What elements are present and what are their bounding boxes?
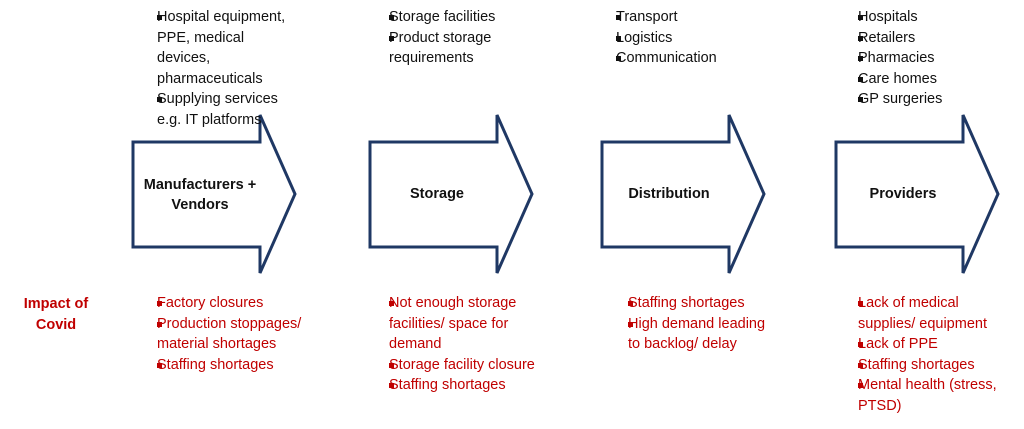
item-text: Communication: [616, 50, 717, 66]
impact-item: High demand leading to backlog/ delay: [596, 314, 771, 355]
inputs-list: Hospital equipment, PPE, medical devices…: [127, 7, 297, 130]
item-text: Lack of PPE: [858, 336, 938, 352]
item-text: High demand leading to backlog/ delay: [628, 315, 766, 353]
input-item: Product storage requirements: [362, 28, 537, 69]
bullet-icon: [157, 321, 162, 327]
bullet-icon: [616, 15, 621, 20]
bullet-icon: [628, 321, 633, 327]
arrow-storage: [368, 114, 534, 274]
bullet-icon: [858, 76, 863, 82]
impact-item: Staffing shortages: [127, 355, 307, 376]
impact-item: Staffing shortages: [596, 293, 771, 314]
item-text: Staffing shortages: [858, 356, 975, 373]
impact-item: Factory closures: [127, 293, 307, 314]
input-item: Communication: [596, 48, 771, 69]
item-text: Supplying services e.g. IT platforms: [157, 91, 278, 128]
bullet-icon: [858, 383, 863, 388]
arrow-distribution: [600, 114, 766, 274]
impacts-list: Not enough storage facilities/ space for…: [362, 293, 542, 396]
stage-label-providers: Providers: [869, 186, 937, 202]
item-text: Hospitals: [858, 9, 918, 25]
item-text: Pharmacies: [858, 50, 935, 66]
arrow-providers: [834, 114, 1000, 274]
impact-item: Storage facility closure: [362, 355, 542, 376]
impact-item: Lack of PPE: [829, 334, 1014, 355]
stage-label-storage: Storage: [410, 186, 464, 202]
input-item: Storage facilities: [362, 7, 537, 28]
bullet-icon: [389, 383, 394, 388]
bullet-icon: [616, 35, 621, 41]
stage-label-manufacturers: Manufacturers + Vendors: [143, 177, 257, 213]
bullet-icon: [858, 35, 863, 41]
bullet-icon: [157, 97, 162, 102]
item-text: Factory closures: [157, 295, 264, 311]
bullet-icon: [157, 15, 162, 20]
item-text: Staffing shortages: [157, 356, 274, 373]
input-item: Retailers: [829, 28, 1004, 49]
item-text: Storage facilities: [389, 9, 496, 25]
item-text: Logistics: [616, 29, 673, 46]
input-item: Transport: [596, 7, 771, 28]
input-item: Care homes: [829, 69, 1004, 90]
item-text: Lack of medical supplies/ equipment: [858, 295, 987, 332]
impact-item: Lack of medical supplies/ equipment: [829, 293, 1014, 334]
input-item: Pharmacies: [829, 48, 1004, 69]
bullet-icon: [628, 301, 633, 306]
impact-of-covid-label: Impact of Covid: [23, 296, 89, 333]
item-text: Transport: [616, 9, 678, 25]
input-item: GP surgeries: [829, 89, 1004, 110]
item-text: Staffing shortages: [628, 295, 745, 311]
bullet-icon: [616, 56, 621, 61]
item-text: Staffing shortages: [389, 377, 506, 393]
item-text: Hospital equipment, PPE, medical devices…: [157, 9, 286, 87]
item-text: Retailers: [858, 29, 916, 46]
item-text: Production stoppages/ material shortages: [157, 315, 302, 353]
item-text: Not enough storage facilities/ space for…: [389, 295, 517, 352]
input-item: Logistics: [596, 28, 771, 49]
bullet-icon: [157, 301, 162, 306]
impact-item: Staffing shortages: [829, 355, 1014, 376]
impact-item: Not enough storage facilities/ space for…: [362, 293, 542, 355]
arrow-manufacturers: [131, 114, 297, 274]
bullet-icon: [858, 342, 863, 347]
item-text: Storage facility closure: [389, 356, 535, 373]
impact-item: Production stoppages/ material shortages: [127, 314, 307, 355]
bullet-icon: [389, 301, 394, 306]
bullet-icon: [157, 362, 162, 368]
input-item: Hospital equipment, PPE, medical devices…: [127, 7, 297, 89]
impact-item: Mental health (stress, PTSD): [829, 375, 1014, 416]
item-text: Product storage requirements: [389, 29, 492, 67]
bullet-icon: [389, 35, 394, 41]
bullet-icon: [858, 362, 863, 368]
input-item: Hospitals: [829, 7, 1004, 28]
bullet-icon: [858, 301, 863, 306]
item-text: Care homes: [858, 70, 937, 87]
stage-label-distribution: Distribution: [628, 186, 710, 202]
bullet-icon: [858, 97, 863, 102]
impact-item: Staffing shortages: [362, 375, 542, 396]
bullet-icon: [389, 362, 394, 368]
bullet-icon: [858, 56, 863, 61]
input-item: Supplying services e.g. IT platforms: [127, 89, 297, 130]
item-text: GP surgeries: [858, 91, 943, 107]
bullet-icon: [858, 15, 863, 20]
bullet-icon: [389, 15, 394, 20]
item-text: Mental health (stress, PTSD): [858, 377, 997, 414]
